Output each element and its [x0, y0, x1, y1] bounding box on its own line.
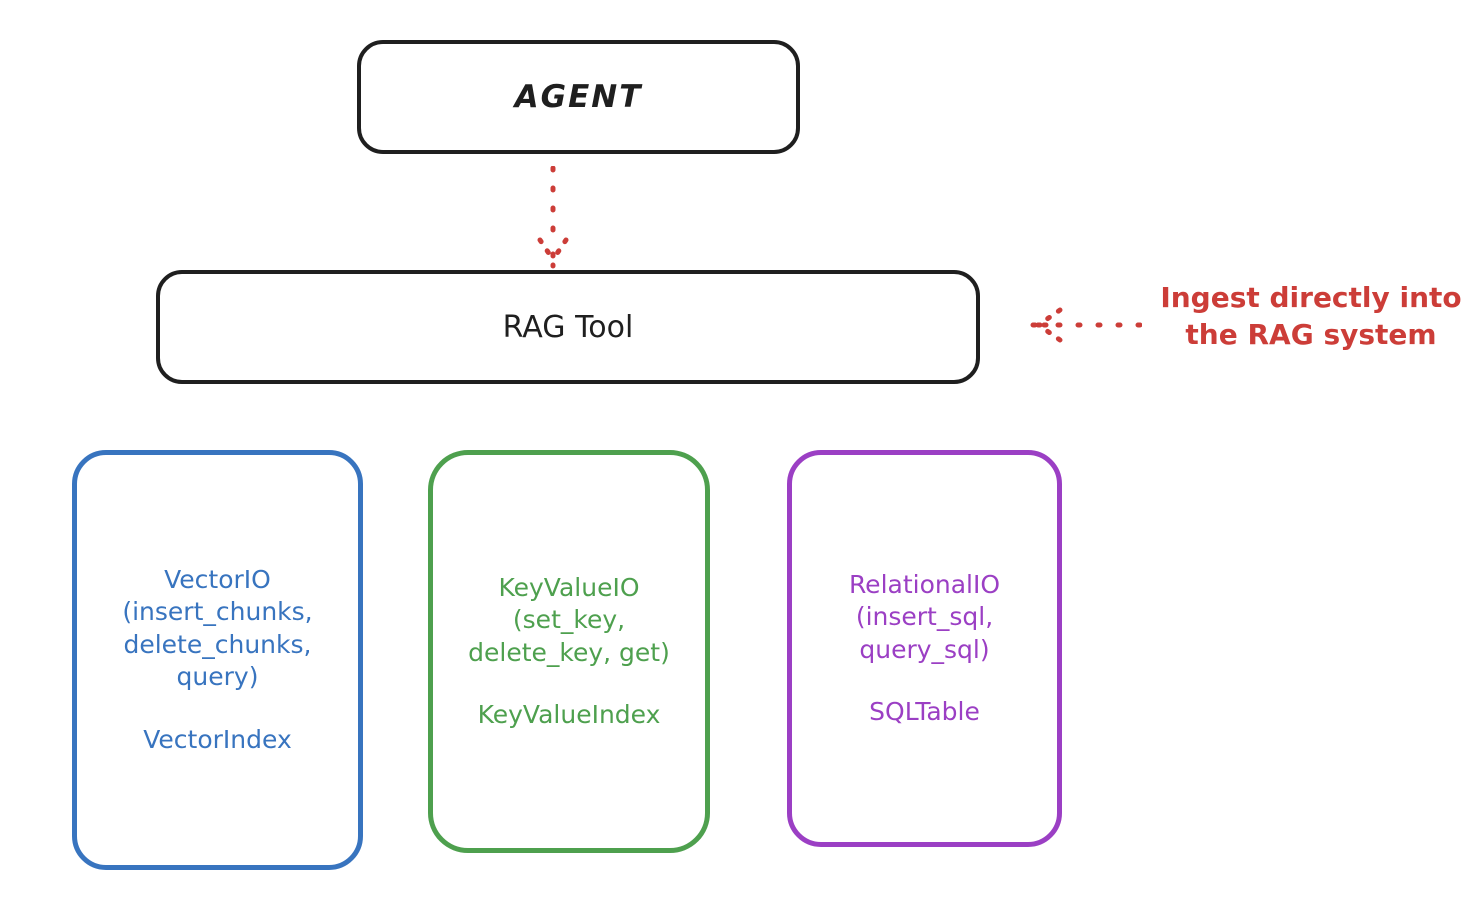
- node-relational-io[interactable]: RelationalIO (insert_sql, query_sql) SQL…: [787, 450, 1062, 847]
- node-rag-tool[interactable]: RAG Tool: [156, 270, 980, 384]
- arrow-agent-to-rag-tool: [531, 165, 575, 270]
- node-vector-io-api: VectorIO (insert_chunks, delete_chunks, …: [122, 564, 313, 692]
- node-key-value-io-api: KeyValueIO (set_key, delete_key, get): [468, 572, 670, 667]
- node-vector-io[interactable]: VectorIO (insert_chunks, delete_chunks, …: [72, 450, 363, 870]
- node-vector-io-index: VectorIndex: [143, 724, 292, 754]
- node-key-value-io-index: KeyValueIndex: [477, 700, 661, 729]
- node-relational-io-index: SQLTable: [869, 697, 980, 726]
- node-rag-tool-label: RAG Tool: [502, 309, 634, 345]
- node-key-value-io[interactable]: KeyValueIO (set_key, delete_key, get) Ke…: [428, 450, 710, 853]
- node-agent[interactable]: AGENT: [357, 40, 800, 154]
- node-agent-label: AGENT: [514, 79, 643, 115]
- arrow-ingest-to-rag-tool: [1020, 303, 1143, 347]
- annotation-ingest: Ingest directly into the RAG system: [1160, 281, 1462, 351]
- node-relational-io-api: RelationalIO (insert_sql, query_sql): [848, 569, 1001, 664]
